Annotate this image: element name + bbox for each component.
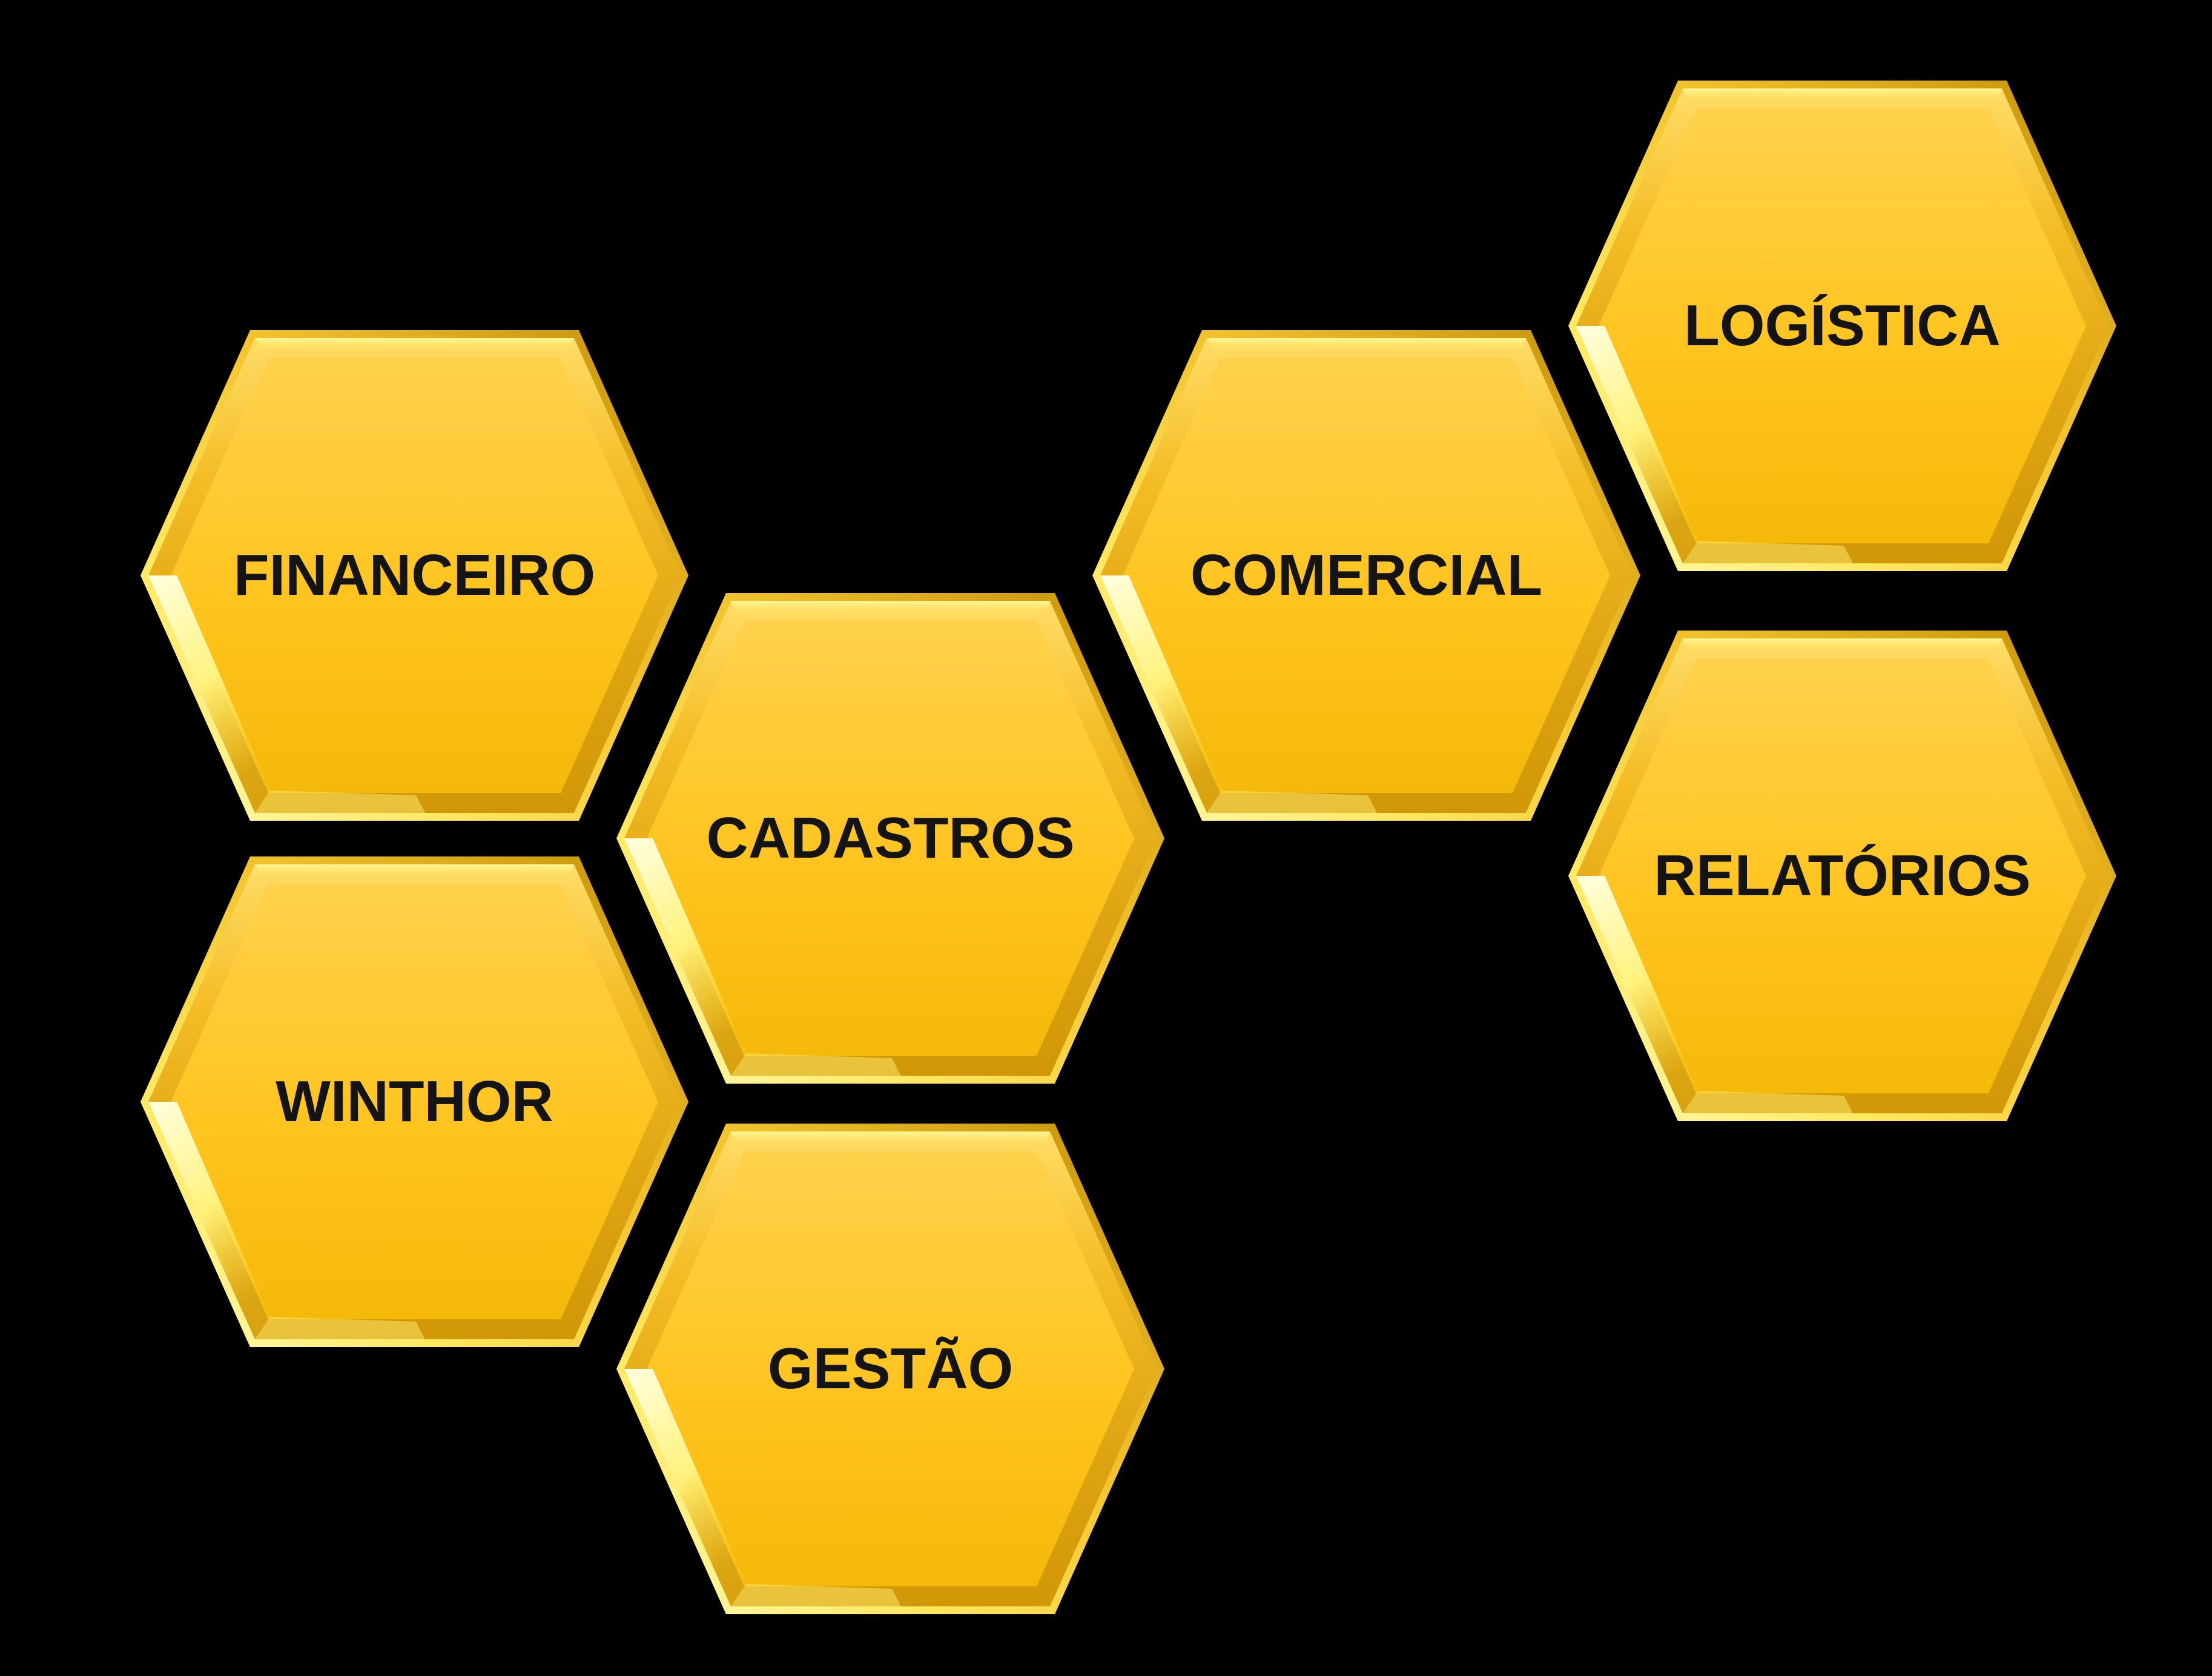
hex-label-relatorios: RELATÓRIOS [1654,843,2031,908]
hex-tile-logistica[interactable]: LOGÍSTICA [1568,81,2116,571]
hex-tile-cadastros[interactable]: CADASTROS [616,593,1164,1084]
hex-tile-comercial[interactable]: COMERCIAL [1092,330,1640,821]
hex-tile-relatorios[interactable]: RELATÓRIOS [1568,631,2116,1121]
hex-label-winthor: WINTHOR [276,1069,553,1134]
hex-label-comercial: COMERCIAL [1190,543,1543,608]
hex-tile-gestao[interactable]: GESTÃO [616,1124,1164,1614]
hex-label-cadastros: CADASTROS [706,806,1075,870]
hex-label-logistica: LOGÍSTICA [1684,293,2001,358]
hex-label-gestao: GESTÃO [767,1336,1014,1401]
hex-tile-winthor[interactable]: WINTHOR [140,856,688,1347]
hex-tile-financeiro[interactable]: FINANCEIRO [140,330,688,821]
hex-label-financeiro: FINANCEIRO [233,543,596,608]
